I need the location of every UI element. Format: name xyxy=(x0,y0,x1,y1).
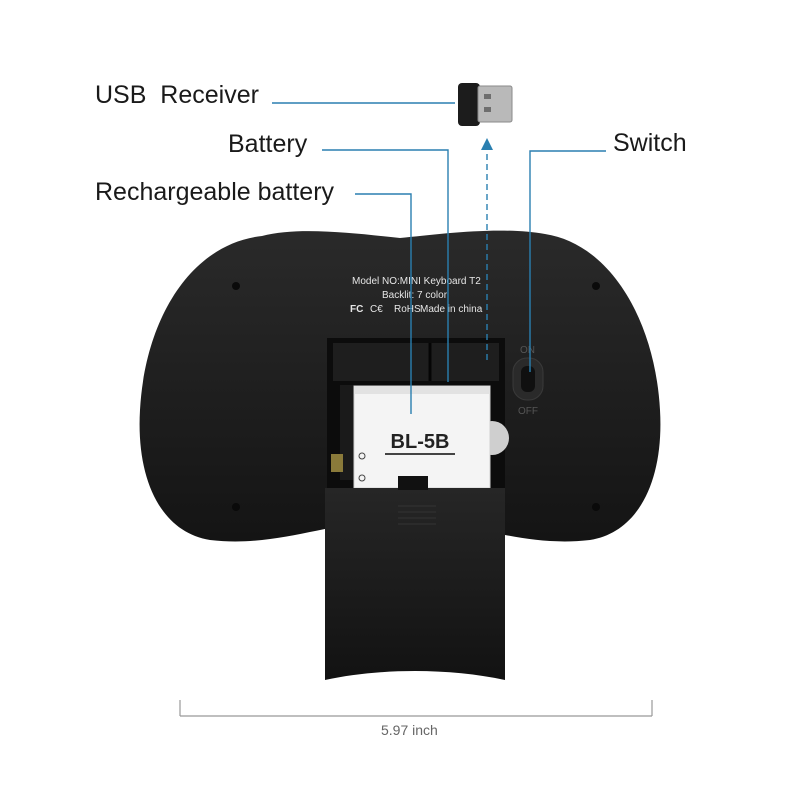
screw-hole xyxy=(232,282,240,290)
width-dimension xyxy=(179,700,653,717)
width-dimension-label: 5.97 inch xyxy=(381,722,438,738)
usb-receiver-callout: USB Receiver xyxy=(95,81,259,109)
backlight-text: Backlit: 7 color xyxy=(382,290,448,301)
ce-mark: C€ xyxy=(370,304,383,315)
cover-grip xyxy=(398,505,436,525)
battery-label: BL-5B xyxy=(391,431,450,453)
battery-cover xyxy=(325,488,505,680)
rechargeable-battery: BL-5B xyxy=(353,385,491,489)
switch-off-label: OFF xyxy=(518,406,538,417)
arrow-head-icon xyxy=(481,138,493,150)
battery-leader xyxy=(322,149,449,382)
switch-callout: Switch xyxy=(613,129,687,157)
screw-hole xyxy=(592,503,600,511)
fc-mark: FC xyxy=(350,304,363,315)
rechargeable-battery-callout: Rechargeable battery xyxy=(95,178,335,206)
power-switch[interactable]: ON OFF xyxy=(512,345,544,417)
usb-receiver xyxy=(458,83,513,126)
model-text: Model NO:MINI Keyboard T2 xyxy=(352,276,481,287)
rohs-mark: RoHS xyxy=(394,304,421,315)
switch-on-label: ON xyxy=(520,345,535,356)
rechargeable-battery-leader xyxy=(355,193,412,414)
battery-callout: Battery xyxy=(228,130,308,158)
screw-hole xyxy=(232,503,240,511)
screw-hole xyxy=(592,282,600,290)
switch-leader xyxy=(529,150,606,372)
made-in-text: Made in china xyxy=(420,304,483,315)
